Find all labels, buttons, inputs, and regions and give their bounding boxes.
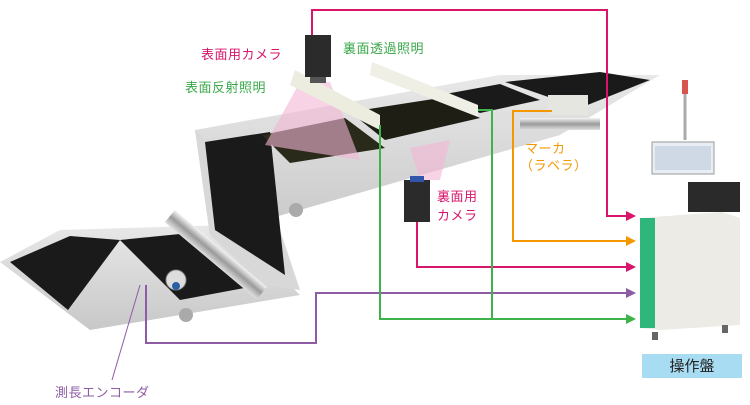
back-camera-label: 裏面用 — [437, 190, 478, 205]
encoder-label: 測長エンコーダ — [55, 386, 150, 401]
front-camera-label: 表面用カメラ — [201, 48, 283, 63]
front-reflected-light-bar — [290, 70, 380, 130]
front-camera-signal-line — [311, 9, 626, 217]
control-panel-cabinet — [640, 80, 740, 340]
back-transmitted-light-bar — [370, 62, 478, 117]
marker-device — [548, 95, 588, 115]
encoder-pointer-line — [111, 284, 141, 381]
encoder-signal-line — [145, 285, 626, 344]
back-transmitted-light-label: 裏面透過照明 — [343, 42, 425, 57]
front-camera-icon — [305, 35, 331, 77]
back-light-cone — [410, 140, 450, 180]
back-camera-label-sub: カメラ — [437, 209, 478, 224]
front-reflected-light-label: 表面反射照明 — [185, 81, 267, 96]
roller — [520, 118, 600, 130]
front-light-signal-line — [379, 125, 626, 320]
roller — [164, 210, 267, 300]
back-camera-icon — [404, 180, 430, 222]
marker-signal-line — [512, 110, 626, 242]
back-light-signal-line — [478, 109, 493, 319]
back-camera-signal-line — [416, 222, 626, 268]
marker-label: マーカ — [525, 142, 566, 157]
control-panel-label: 操作盤 — [642, 354, 742, 378]
roller-end — [289, 203, 303, 217]
signal-arrowheads — [626, 211, 636, 324]
marker-label-sub: （ラベラ） — [520, 159, 588, 174]
roller-end — [179, 308, 193, 322]
